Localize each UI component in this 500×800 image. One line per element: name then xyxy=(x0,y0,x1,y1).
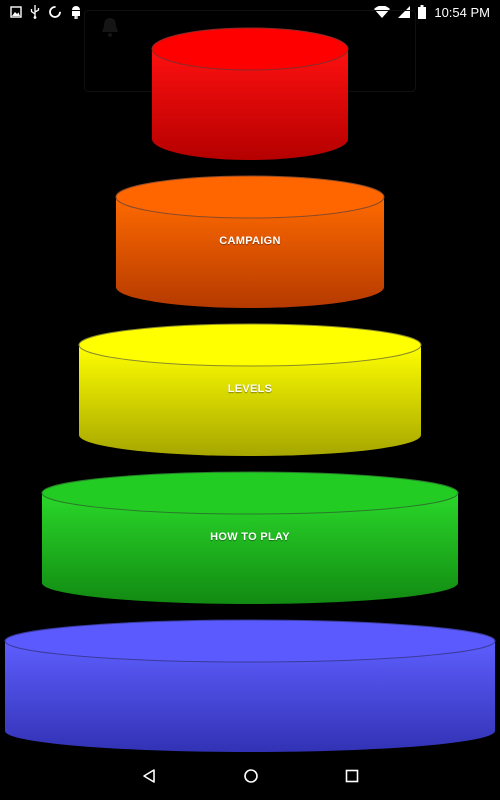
levels-button[interactable]: LEVELS xyxy=(78,323,422,457)
campaign-label: CAMPAIGN xyxy=(219,235,281,247)
how-to-play-button[interactable]: HOW TO PLAY xyxy=(41,471,459,605)
top-drum-button[interactable] xyxy=(151,27,349,161)
status-bar: 10:54 PM xyxy=(0,0,500,24)
how-to-play-label: HOW TO PLAY xyxy=(210,531,290,543)
status-right-icons: 10:54 PM xyxy=(374,5,500,20)
android-icon xyxy=(70,5,82,19)
image-icon xyxy=(10,6,22,18)
levels-label: LEVELS xyxy=(227,383,273,395)
bell-icon xyxy=(100,16,120,43)
usb-icon xyxy=(30,5,40,19)
back-icon[interactable] xyxy=(141,768,157,784)
recents-icon[interactable] xyxy=(345,769,359,783)
signal-icon xyxy=(398,6,411,18)
status-time: 10:54 PM xyxy=(434,4,490,20)
navigation-bar xyxy=(0,752,500,800)
status-left-icons xyxy=(0,5,82,19)
sync-icon xyxy=(48,5,62,19)
home-icon[interactable] xyxy=(243,768,259,784)
campaign-button[interactable]: CAMPAIGN xyxy=(115,175,385,309)
bottom-drum-button[interactable] xyxy=(4,619,496,753)
wifi-icon xyxy=(374,6,391,18)
battery-icon xyxy=(418,5,427,19)
